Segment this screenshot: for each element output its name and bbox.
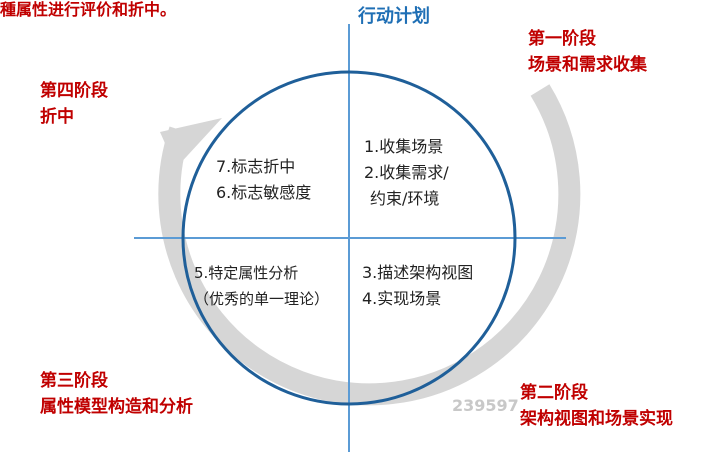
quadrant-bottom-right-line2: 4.实现场景 [362, 289, 442, 308]
quadrant-top-left: 7.标志折中 6.标志敏感度 [216, 154, 311, 206]
quadrant-top-left-line2: 6.标志敏感度 [216, 183, 312, 202]
header-partial-text: 種属性进行评价和折中。 [0, 0, 177, 19]
stage-2-name: 第二阶段 [520, 383, 588, 403]
stage-3-label: 第三阶段 属性模型构造和分析 [40, 368, 193, 420]
watermark: 239597 [452, 396, 519, 415]
stage-2-desc: 架构视图和场景实现 [520, 409, 673, 429]
cycle-arrow-ring [158, 84, 581, 406]
stage-1-desc: 场景和需求收集 [528, 55, 647, 75]
quadrant-top-right-line3: 约束/环境 [370, 189, 440, 208]
stage-2-label: 第二阶段 架构视图和场景实现 [520, 380, 673, 432]
quadrant-top-right: 1.收集场景 2.收集需求/ 约束/环境 [364, 134, 449, 212]
stage-3-name: 第三阶段 [40, 371, 108, 391]
stage-4-name: 第四阶段 [40, 81, 108, 101]
quadrant-bottom-right-line1: 3.描述架构视图 [362, 263, 474, 282]
stage-1-name: 第一阶段 [528, 29, 596, 49]
main-circle [181, 70, 517, 406]
vertical-axis-title: 行动计划 [358, 6, 430, 27]
quadrant-top-right-line1: 1.收集场景 [364, 137, 444, 156]
quadrant-bottom-left-line2: （优秀的单一理论） [194, 290, 330, 308]
quadrant-bottom-left: 5.特定属性分析 （优秀的单一理论） [194, 260, 329, 312]
quadrant-bottom-right: 3.描述架构视图 4.实现场景 [362, 260, 473, 312]
quadrant-bottom-left-line1: 5.特定属性分析 [194, 264, 299, 282]
quadrant-top-right-line2: 2.收集需求/ [364, 163, 449, 182]
quadrant-top-left-line1: 7.标志折中 [216, 157, 296, 176]
stage-1-label: 第一阶段 场景和需求收集 [528, 26, 647, 78]
cycle-arrowhead [160, 118, 222, 168]
stage-4-desc: 折中 [40, 107, 74, 127]
stage-4-label: 第四阶段 折中 [40, 78, 108, 130]
stage-3-desc: 属性模型构造和分析 [40, 397, 193, 417]
